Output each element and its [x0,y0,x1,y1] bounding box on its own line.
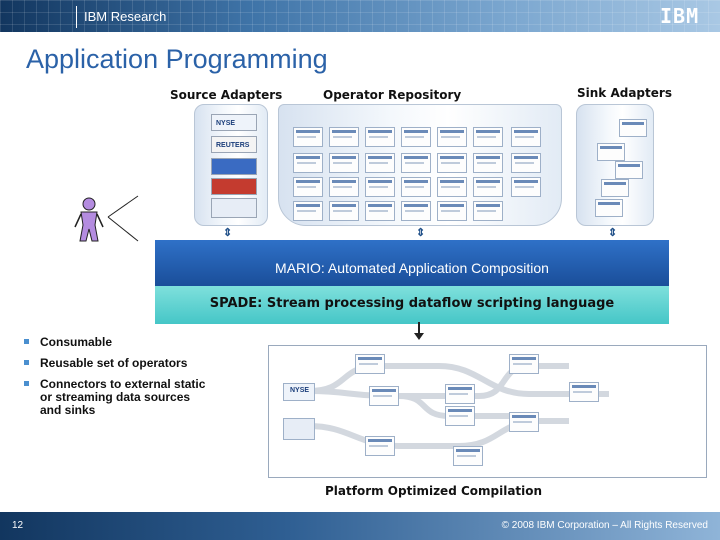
source-tile-reuters: REUTERS [211,136,257,153]
sink-thumb [597,143,625,161]
source-adapters-label: Source Adapters [170,88,283,102]
flow-source-seal-icon [283,418,315,440]
bullet-text: Consumable [40,335,113,349]
operator-thumb [401,177,431,197]
footer-bar: 12 © 2008 IBM Corporation – All Rights R… [0,512,720,540]
page-number: 12 [12,520,24,531]
bullet-item: Consumable [24,336,254,349]
source-tile-nyse-label: NYSE [216,120,236,127]
bullet-square-icon [24,381,29,386]
operator-thumb [473,127,503,147]
header-grid-pattern [0,0,720,32]
bullet-item: Connectors to external static or streami… [24,378,210,417]
operator-thumb [511,153,541,173]
flow-operator-node [453,446,483,466]
operator-thumb [401,127,431,147]
flow-operator-node [445,384,475,404]
flow-operator-node [569,382,599,402]
sink-thumb [619,119,647,137]
flow-operator-node [355,354,385,374]
operator-thumb [293,153,323,173]
operator-thumb [365,127,395,147]
sink-thumb [595,199,623,217]
operator-thumb [293,201,323,221]
spade-layer: SPADE: Stream processing dataflow script… [155,286,669,324]
header-bar: IBM Research IBM [0,0,720,32]
sink-thumb [615,161,643,179]
mario-layer: MARIO: Automated Application Composition [155,240,669,286]
bullet-text: Connectors to external static or streami… [40,377,206,417]
operator-thumb [511,127,541,147]
down-arrow-icon [414,322,424,340]
source-tile-reuters-label: REUTERS [216,142,250,149]
dataflow-graph: NYSE [268,345,707,478]
bullet-square-icon [24,360,29,365]
operator-thumb [437,153,467,173]
operator-thumb [401,201,431,221]
ibm-logo: IBM [660,4,700,28]
operator-thumb [329,127,359,147]
operator-thumb [365,153,395,173]
source-tile-news-icon [211,178,257,195]
updown-arrow-icon: ⇕ [416,227,426,239]
page-title: Application Programming [26,44,328,74]
user-figure-icon [74,195,139,242]
operator-thumb [293,177,323,197]
operator-thumb [511,177,541,197]
header-divider [76,6,77,28]
operator-thumb [437,127,467,147]
source-tile-mail-icon [211,158,257,175]
mario-label: MARIO: Automated Application Composition [275,260,549,276]
sink-adapters-label: Sink Adapters [577,86,672,100]
operator-thumb [473,153,503,173]
flow-operator-node [445,406,475,426]
operator-thumb [293,127,323,147]
operator-thumb [437,201,467,221]
operator-thumb [437,177,467,197]
bullet-item: Reusable set of operators [24,357,254,370]
operator-repository-label: Operator Repository [323,88,462,102]
sink-adapters-repository [576,104,654,226]
updown-arrow-icon: ⇕ [223,227,233,239]
flow-source-tile: NYSE [283,383,315,401]
operator-thumb [329,177,359,197]
flow-operator-node [369,386,399,406]
source-tile-nyse: NYSE [211,114,257,131]
dataflow-connectors [308,363,609,449]
operator-repository [278,104,562,226]
flow-source-label: NYSE [290,387,310,394]
copyright-text: © 2008 IBM Corporation – All Rights Rese… [501,520,708,531]
feature-bullet-list: Consumable Reusable set of operators Con… [24,336,254,425]
org-name: IBM Research [84,9,167,24]
flow-operator-node [509,354,539,374]
flow-operator-node [365,436,395,456]
bullet-square-icon [24,339,29,344]
spade-label: SPADE: Stream processing dataflow script… [209,296,615,311]
operator-thumb [329,153,359,173]
operator-thumb [401,153,431,173]
operator-thumb [473,177,503,197]
operator-thumb [365,177,395,197]
source-tile-seal-icon [211,198,257,218]
compile-label: Platform Optimized Compilation [325,484,543,498]
sink-thumb [601,179,629,197]
flow-operator-node [509,412,539,432]
operator-thumb [365,201,395,221]
operator-thumb [473,201,503,221]
bullet-text: Reusable set of operators [40,356,188,370]
updown-arrow-icon: ⇕ [608,227,618,239]
operator-thumb [329,201,359,221]
